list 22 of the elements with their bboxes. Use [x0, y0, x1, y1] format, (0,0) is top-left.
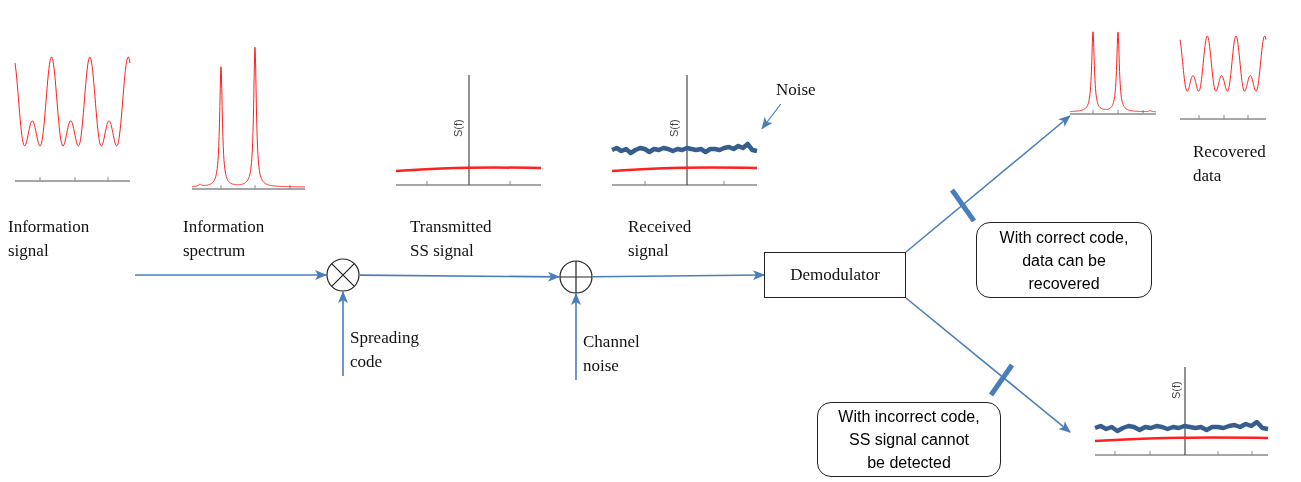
- axis-label: S(f): [668, 119, 680, 137]
- callout-text: Noise: [776, 80, 836, 104]
- arrow: [338, 291, 348, 377]
- arrow: [592, 270, 765, 281]
- caption-text: Recovered data: [1193, 141, 1267, 187]
- arrow: [359, 271, 560, 282]
- note-box: With incorrect code, SS signal cannot be detected: [817, 402, 1001, 477]
- caption-text: Transmitted SS signal: [410, 216, 493, 262]
- arrow: [905, 115, 1071, 253]
- arrow: [571, 293, 581, 381]
- caption-text: Information spectrum: [183, 216, 266, 262]
- leader-line: [761, 103, 782, 130]
- caption-text: Channel noise: [569, 330, 664, 380]
- axis-label: S(f): [452, 119, 464, 137]
- caption-text: Spreading code: [336, 326, 441, 376]
- caption-text: Received signal: [628, 216, 693, 262]
- process-box: Demodulator: [764, 252, 906, 298]
- arrow: [134, 270, 327, 280]
- arrow: [905, 297, 1071, 433]
- axis-label: S(f): [1170, 381, 1182, 399]
- note-box: With correct code, data can be recovered: [976, 222, 1152, 298]
- caption-text: Information signal: [8, 216, 91, 262]
